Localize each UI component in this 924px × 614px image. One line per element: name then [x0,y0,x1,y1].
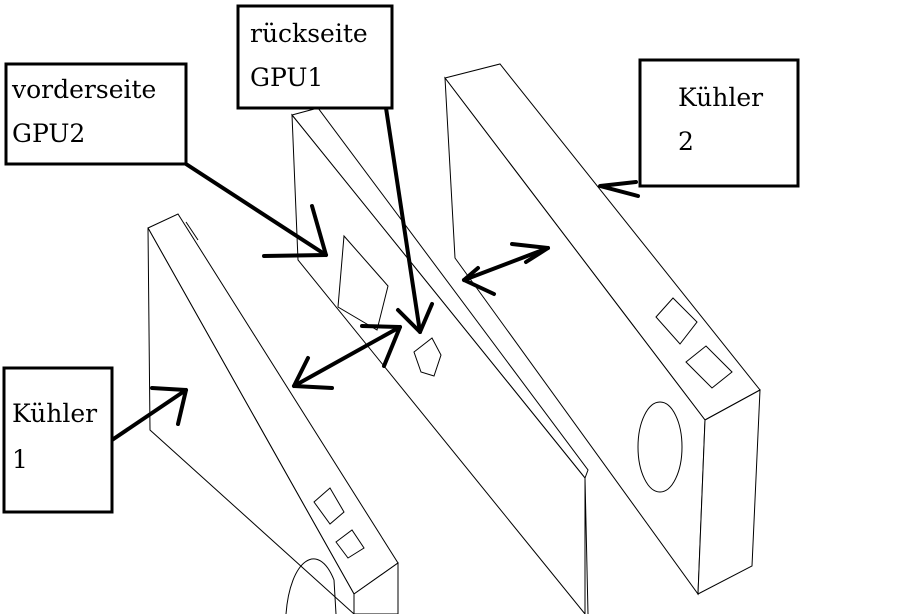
arrow-vorderseite-to-gpu2 [184,162,328,257]
label-box-kuehler-1 [2,366,114,514]
arrow-rueckseite-to-gpu1 [384,106,422,334]
gpu1-chip [413,337,442,377]
arrow-rueckseite-head [396,302,434,334]
arrow-kuehler1-head [150,386,188,426]
label-vorderseite-line2: GPU2 [12,119,85,148]
arrow-board-cooler2-shaft [462,246,550,282]
label-rueckseite-line1: rückseite [250,19,368,48]
label-rueckseite-gpu1: rückseite GPU1 [236,4,394,110]
label-box-vorderseite [4,62,188,166]
cooler-1-connector-b [335,529,365,559]
arrow-cooler1-board-head-right [360,324,402,368]
cooler-2-card [444,63,761,596]
cooler-2-fan [637,401,683,493]
cooler-1-corner-mark [185,221,199,241]
gpu2-chip [337,234,389,331]
arrow-vorderseite-head [262,204,328,258]
label-kuehler-2-line1: Kühler [678,83,763,112]
cooler-2-end-face [697,389,761,595]
label-box-rueckseite [236,4,394,110]
label-kuehler-2: Kühler 2 [638,58,800,188]
label-kuehler-1-line1: Kühler [12,399,97,428]
arrows [110,106,640,442]
cooler-1-fan [285,558,337,614]
label-rueckseite-line2: GPU1 [250,63,323,92]
arrow-kuehler1-to-card [110,388,188,442]
cooler-1-front-face [147,227,355,614]
cooler-1-card [147,213,399,614]
arrow-cooler1-board-shaft [292,325,402,388]
label-vorderseite-gpu2: vorderseite GPU2 [4,62,188,166]
arrow-kuehler2-to-card [598,180,640,198]
label-kuehler-1-line2: 1 [12,445,28,474]
arrow-board-cooler2-head-right [510,242,550,264]
arrow-board-cooler2-head-left [462,266,496,296]
cooler-1-end-face [353,562,399,614]
cooler-2-connector-a [655,297,698,345]
gpu-board-edge [584,477,589,614]
gpu-board-face-front [291,113,586,614]
cooler-2-connector-b [685,345,733,389]
label-kuehler-1: Kühler 1 [2,366,114,514]
label-kuehler-2-line2: 2 [678,127,694,156]
arrow-cooler1-board-head-left [292,356,334,390]
cooler-1-connector-a [313,487,345,525]
gpu-board [291,107,589,614]
label-box-kuehler-2 [638,58,800,188]
label-vorderseite-line1: vorderseite [11,75,156,104]
